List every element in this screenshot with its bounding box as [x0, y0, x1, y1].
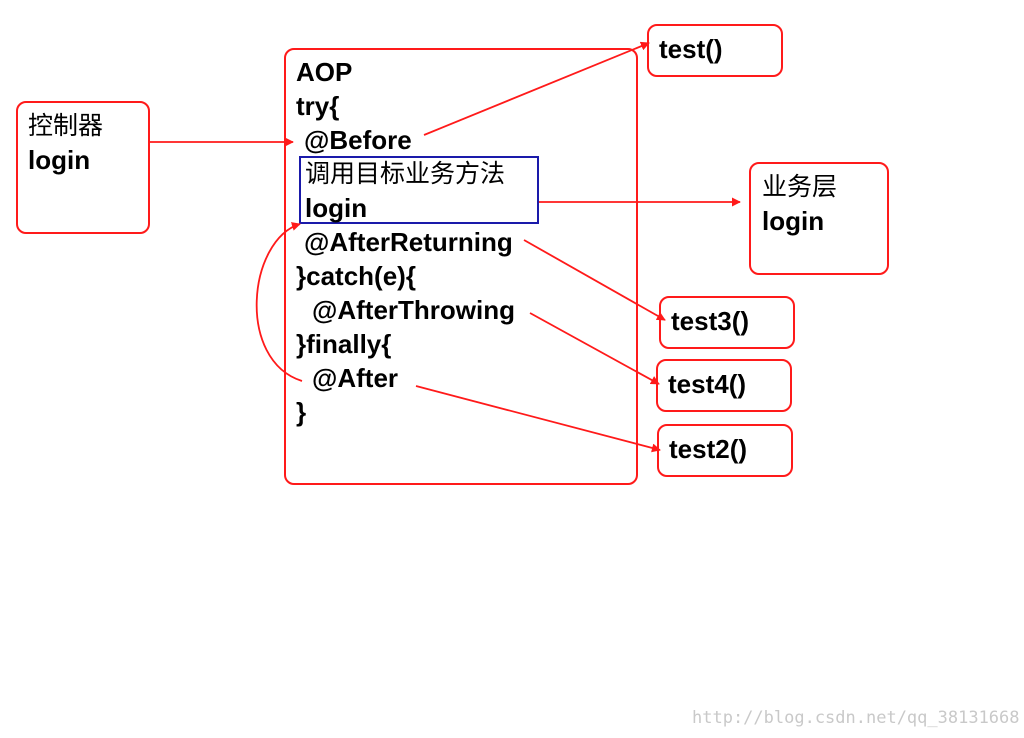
test2-box: [657, 424, 793, 477]
service-title: 业务层: [762, 172, 838, 201]
test2-label: test2(): [669, 434, 748, 464]
target-call-box: [299, 156, 539, 224]
arrow-afterthrowing-to-test4: [529, 312, 660, 385]
aop-after: @After: [312, 363, 399, 393]
aop-after-returning: @AfterReturning: [304, 227, 513, 257]
aop-before: @Before: [304, 125, 412, 155]
controller-method: login: [28, 145, 91, 175]
test-box: [647, 24, 783, 77]
test3-box: [659, 296, 795, 349]
test3-label: test3(): [671, 306, 750, 336]
test4-box: [656, 359, 792, 412]
arrow-before-to-test: [423, 41, 650, 136]
aop-try-open: try{: [296, 91, 340, 121]
aop-title: AOP: [296, 57, 353, 87]
controller-title: 控制器: [28, 111, 104, 140]
target-call-label: 调用目标业务方法: [305, 159, 506, 188]
test4-label: test4(): [668, 369, 747, 399]
aop-close: }: [296, 397, 307, 427]
aop-catch-open: }catch(e){: [296, 261, 416, 291]
service-method: login: [762, 206, 825, 236]
service-box: [749, 162, 889, 275]
arrow-after-to-test2: [415, 385, 661, 453]
watermark: http://blog.csdn.net/qq_38131668: [692, 708, 1020, 728]
arrow-after-loop-back: [255, 222, 303, 382]
test-label: test(): [659, 34, 723, 64]
aop-finally-open: }finally{: [296, 329, 392, 359]
aop-after-throwing: @AfterThrowing: [312, 295, 515, 325]
target-call-method: login: [305, 193, 368, 223]
arrow-afterreturning-to-test3: [523, 239, 666, 321]
controller-box: [16, 101, 150, 234]
